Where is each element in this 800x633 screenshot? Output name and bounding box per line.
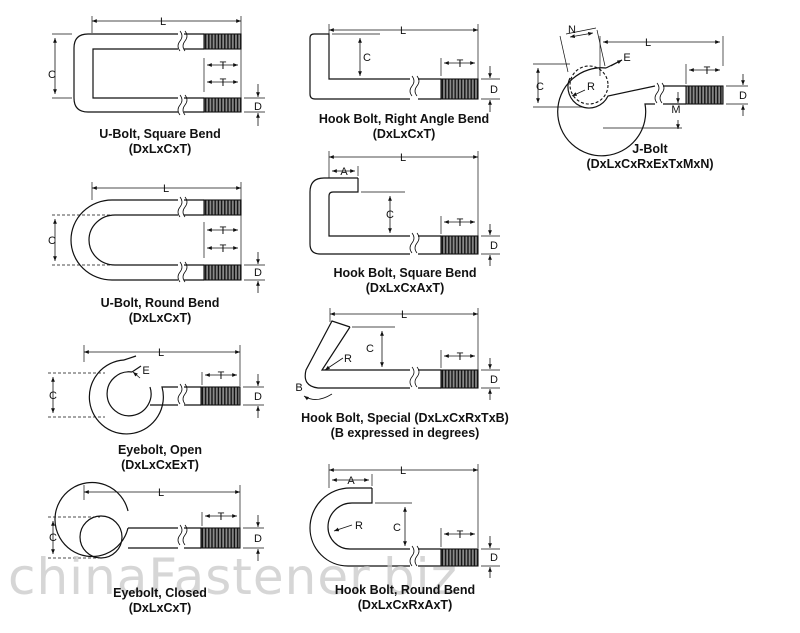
label-C: C <box>393 522 401 534</box>
label-E: E <box>623 52 630 64</box>
label-L: L <box>163 183 169 195</box>
caption-title: Hook Bolt, Round Bend <box>334 583 476 597</box>
caption-code: (DxLxCxT) <box>128 311 192 325</box>
label-D: D <box>254 101 262 113</box>
caption-title: Eyebolt, Open <box>117 443 203 457</box>
hook-bolt-round-drawing <box>309 464 500 578</box>
label-L: L <box>400 465 406 477</box>
caption-u-bolt-square: U-Bolt, Square Bend (DxLxCxT) <box>85 127 235 157</box>
caption-j-bolt: J-Bolt (DxLxCxRxExTxMxN) <box>560 142 740 172</box>
label-L: L <box>645 37 651 49</box>
u-bolt-square-drawing <box>52 16 265 126</box>
label-D: D <box>490 374 498 386</box>
label-L: L <box>158 487 164 499</box>
label-T: T <box>220 225 227 237</box>
label-T: T <box>457 529 464 541</box>
label-T: T <box>220 60 227 72</box>
label-L: L <box>160 16 166 28</box>
caption-code: (DxLxCxRxExTxMxN) <box>586 157 714 171</box>
label-C: C <box>48 235 56 247</box>
caption-code: (DxLxCxExT) <box>121 458 199 472</box>
label-R: R <box>355 520 363 532</box>
eyebolt-closed-drawing <box>48 481 264 561</box>
label-D: D <box>254 267 262 279</box>
label-R: R <box>344 353 352 365</box>
label-D: D <box>490 552 498 564</box>
label-D: D <box>739 90 747 102</box>
label-R: R <box>587 81 595 93</box>
caption-title: U-Bolt, Square Bend <box>99 127 221 141</box>
label-C: C <box>48 69 56 81</box>
label-D: D <box>254 533 262 545</box>
label-C: C <box>366 343 374 355</box>
hook-bolt-right-angle-drawing <box>309 24 500 112</box>
label-N: N <box>568 24 576 36</box>
caption-hook-bolt-round: Hook Bolt, Round Bend (DxLxCxRxAxT) <box>310 583 500 613</box>
caption-title: Eyebolt, Closed <box>113 586 207 600</box>
caption-code: (DxLxCxT) <box>128 142 192 156</box>
caption-hook-bolt-special: Hook Bolt, Special (DxLxCxRxTxB) (B expr… <box>294 411 516 441</box>
dimension-labels: L C T T D L C T T D L C E T D L C T D L … <box>48 16 747 564</box>
caption-hook-bolt-right-angle: Hook Bolt, Right Angle Bend (DxLxCxT) <box>306 112 502 142</box>
caption-eyebolt-closed: Eyebolt, Closed (DxLxCxT) <box>85 586 235 616</box>
label-B: B <box>295 382 302 394</box>
label-C: C <box>49 390 57 402</box>
label-C: C <box>49 532 57 544</box>
caption-title: Hook Bolt, Right Angle Bend <box>318 112 490 126</box>
caption-code: (DxLxCxRxAxT) <box>357 598 453 612</box>
label-T: T <box>220 77 227 89</box>
label-C: C <box>386 209 394 221</box>
label-D: D <box>254 391 262 403</box>
caption-code: (DxLxCxT) <box>372 127 436 141</box>
label-T: T <box>704 65 711 77</box>
u-bolt-round-drawing <box>52 182 265 293</box>
label-T: T <box>218 511 225 523</box>
caption-title: U-Bolt, Round Bend <box>100 296 220 310</box>
label-C: C <box>363 52 371 64</box>
caption-title: Hook Bolt, Special (DxLxCxRxTxB) <box>301 411 509 425</box>
label-L: L <box>401 309 407 321</box>
eyebolt-open-drawing <box>48 345 264 435</box>
j-bolt-drawing <box>533 27 748 157</box>
caption-code: (DxLxCxAxT) <box>365 281 445 295</box>
hook-bolt-square-drawing <box>309 151 500 266</box>
label-L: L <box>158 347 164 359</box>
label-D: D <box>490 240 498 252</box>
caption-hook-bolt-square: Hook Bolt, Square Bend (DxLxCxAxT) <box>310 266 500 296</box>
caption-title: J-Bolt <box>632 142 668 156</box>
caption-title: Hook Bolt, Square Bend <box>333 266 477 280</box>
caption-code: (DxLxCxT) <box>128 601 192 615</box>
label-A: A <box>340 166 348 178</box>
caption-eyebolt-open: Eyebolt, Open (DxLxCxExT) <box>85 443 235 473</box>
label-E: E <box>142 365 149 377</box>
label-T: T <box>218 370 225 382</box>
label-T: T <box>220 243 227 255</box>
hook-bolt-special-drawing <box>303 308 500 401</box>
label-M: M <box>671 104 680 116</box>
watermark: chinaFastener.biz <box>8 548 458 606</box>
label-T: T <box>457 351 464 363</box>
caption-u-bolt-round: U-Bolt, Round Bend (DxLxCxT) <box>85 296 235 326</box>
label-T: T <box>457 58 464 70</box>
label-T: T <box>457 217 464 229</box>
label-L: L <box>400 25 406 37</box>
label-D: D <box>490 84 498 96</box>
label-L: L <box>400 152 406 164</box>
label-A: A <box>347 475 355 487</box>
caption-code: (B expressed in degrees) <box>330 426 480 440</box>
label-C: C <box>536 81 544 93</box>
